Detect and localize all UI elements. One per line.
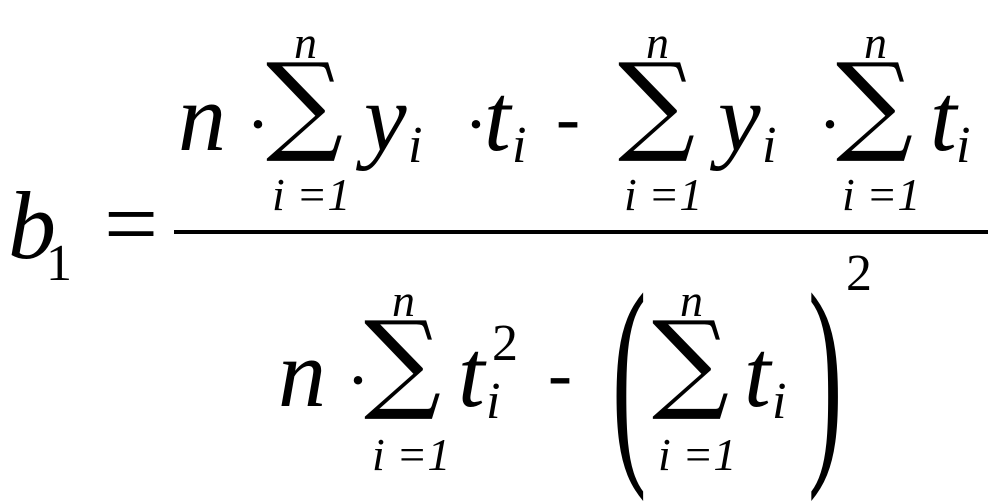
den-dot: · <box>346 340 370 420</box>
num-t2-sub-i: i <box>956 117 971 174</box>
num-t1-sub-i: i <box>512 117 527 174</box>
den-minus: - <box>548 334 572 414</box>
num-sum2-lower: i =1 <box>624 169 703 220</box>
den-t1-sup-2: 2 <box>492 315 518 372</box>
fraction-bar <box>174 230 988 234</box>
num-minus: - <box>556 78 580 158</box>
num-y2-sub-i: i <box>762 117 777 174</box>
den-outer-square-2: 2 <box>846 245 872 302</box>
den-sum2-upper-n: n <box>680 275 703 326</box>
equals-sign: = <box>104 170 159 277</box>
num-sum1-lower: i =1 <box>272 169 351 220</box>
lhs-subscript-1: 1 <box>46 235 72 292</box>
den-t2-sub-i: i <box>772 373 787 430</box>
num-sum3-sigma: ∑ <box>836 41 914 166</box>
num-sum2-upper-n: n <box>646 17 669 68</box>
den-coef-n: n <box>278 320 326 427</box>
den-right-paren: ) <box>808 247 843 502</box>
den-sum1-lower: i =1 <box>372 429 451 480</box>
num-y1-sub-i: i <box>408 117 423 174</box>
num-sum2-sigma: ∑ <box>618 41 696 166</box>
num-sum1-sigma: ∑ <box>266 41 344 166</box>
num-y2: y <box>718 64 761 171</box>
num-y1: y <box>364 64 407 171</box>
den-t2: t <box>744 320 771 427</box>
num-dot-3: · <box>818 84 842 164</box>
den-sum1-upper-n: n <box>392 275 415 326</box>
num-t2: t <box>930 64 957 171</box>
num-coef-n: n <box>178 64 226 171</box>
den-t1-sub-i: i <box>486 373 501 430</box>
den-sum1-sigma: ∑ <box>364 299 442 424</box>
num-dot-1: · <box>246 84 270 164</box>
den-t1: t <box>458 320 485 427</box>
den-sum2-lower: i =1 <box>658 429 737 480</box>
den-left-paren: ( <box>612 247 647 502</box>
lhs-b: b <box>8 172 56 279</box>
num-dot-2: · <box>464 84 488 164</box>
num-sum3-lower: i =1 <box>842 169 921 220</box>
den-sum2-sigma: ∑ <box>652 299 730 424</box>
num-sum3-upper-n: n <box>864 17 887 68</box>
num-sum1-upper-n: n <box>294 17 317 68</box>
num-t1: t <box>484 64 511 171</box>
